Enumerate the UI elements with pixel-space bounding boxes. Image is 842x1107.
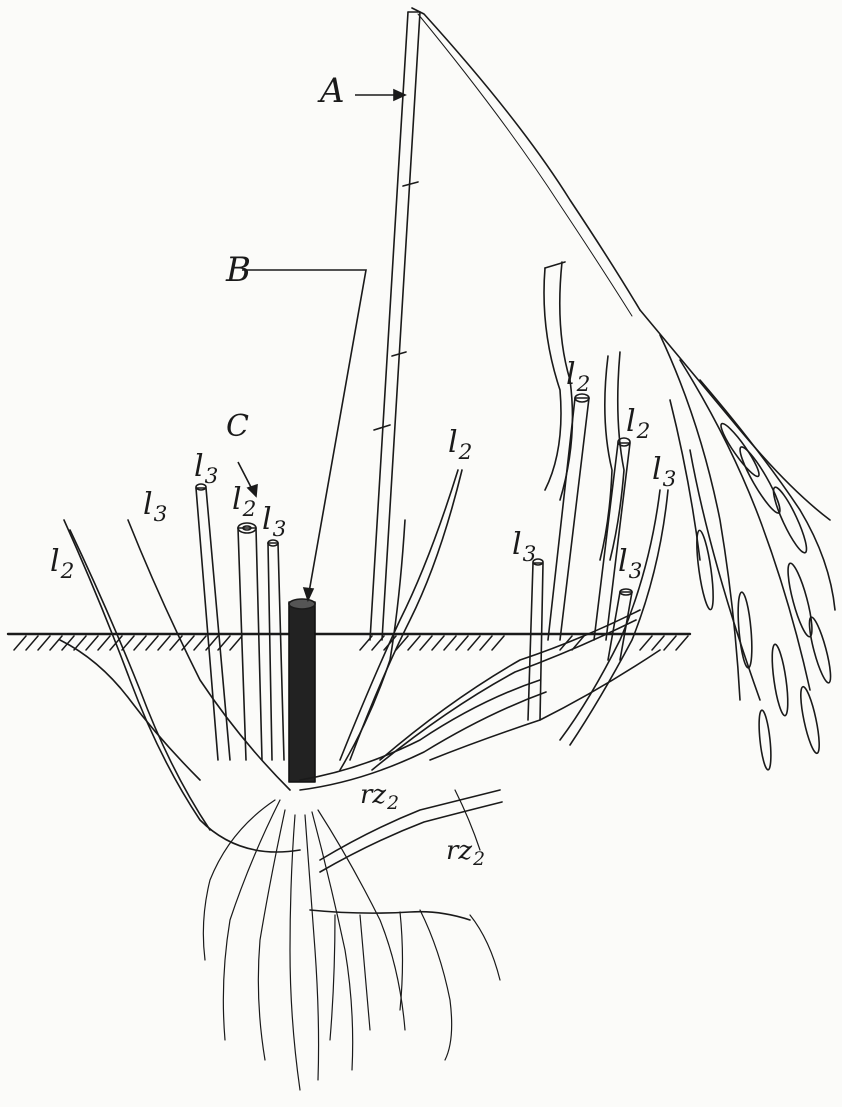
rhizomes bbox=[300, 680, 546, 920]
label-l2-mid: l2 bbox=[448, 428, 472, 458]
label-a: A bbox=[320, 74, 346, 108]
label-l3-right-b: l3 bbox=[618, 547, 642, 577]
label-l3-right-top: l3 bbox=[652, 455, 676, 485]
roots bbox=[203, 790, 500, 1090]
label-rz2-a: rz2 bbox=[360, 782, 399, 808]
label-c: C bbox=[226, 412, 250, 442]
label-l3-left: l3 bbox=[143, 490, 167, 520]
panicle bbox=[660, 335, 835, 770]
label-rz2-b: rz2 bbox=[446, 838, 485, 864]
label-l2-center: l2 bbox=[232, 485, 256, 515]
label-b: B bbox=[226, 253, 252, 287]
label-l2-right-top: l2 bbox=[566, 360, 590, 390]
label-l3-right-a: l3 bbox=[512, 530, 536, 560]
cut-stem-b bbox=[289, 599, 315, 782]
label-l2-right: l2 bbox=[626, 407, 650, 437]
main-culm bbox=[370, 12, 420, 640]
label-l3-top: l3 bbox=[194, 452, 218, 482]
cut-shoots bbox=[196, 394, 632, 760]
label-l3-center: l3 bbox=[262, 505, 286, 535]
label-l2-far-left: l2 bbox=[50, 547, 74, 577]
